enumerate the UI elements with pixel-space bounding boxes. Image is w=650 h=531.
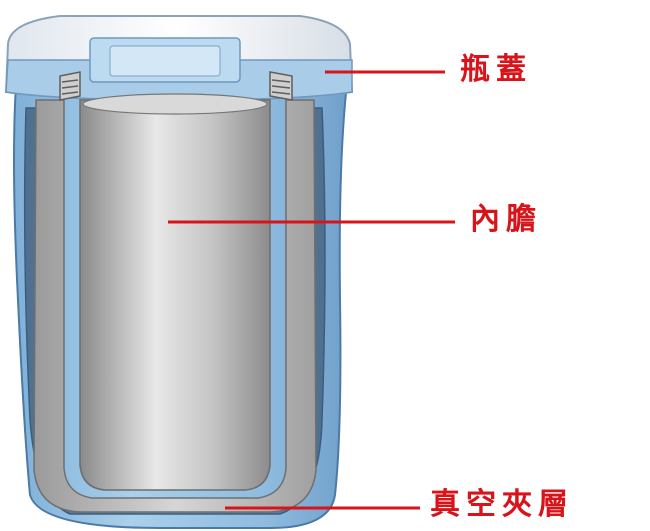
label-vacuum-layer: 真空夾層 bbox=[430, 487, 574, 522]
inner-liner bbox=[79, 99, 271, 491]
inner-liner-wall bbox=[33, 99, 317, 513]
label-inner-liner: 內膽 bbox=[470, 202, 542, 237]
cap-plug-inner bbox=[109, 45, 221, 77]
inner-liner-top bbox=[82, 93, 268, 115]
label-cap: 瓶蓋 bbox=[460, 52, 532, 87]
neck-threads bbox=[59, 71, 293, 101]
